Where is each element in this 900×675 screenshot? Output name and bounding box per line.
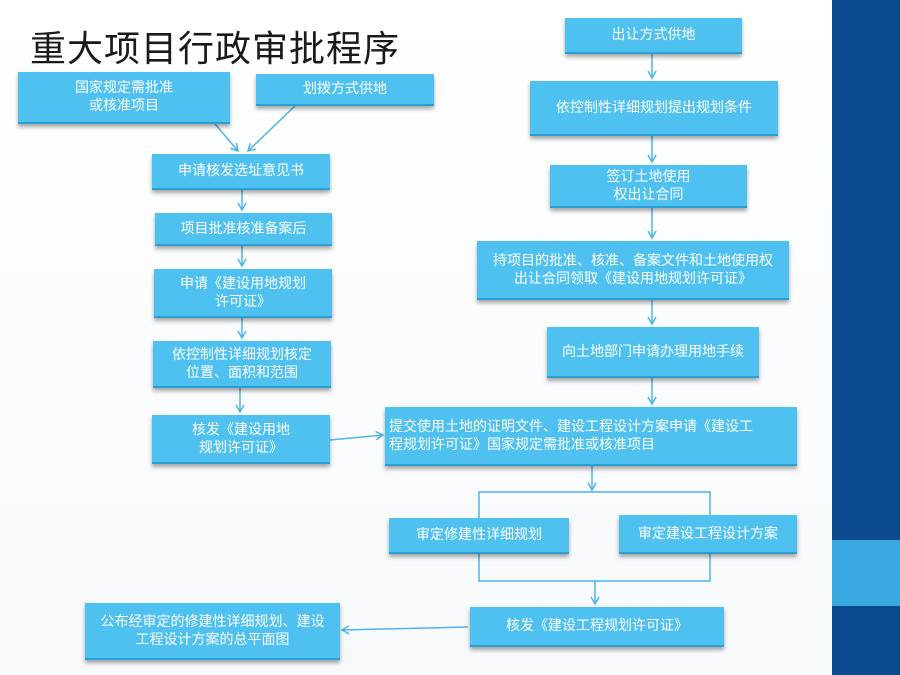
arrow-allocation-to-site — [246, 105, 296, 153]
box-apply-land-permit: 申请《建设用地规划 许可证》 — [154, 269, 332, 318]
box-land-procedures: 向土地部门申请办理用地手续 — [547, 327, 759, 378]
box-submit-documents: 提交使用土地的证明文件、建设工程设计方案申请《建设工 程规划许可证》国家规定需批… — [385, 407, 797, 466]
side-accent — [832, 540, 900, 606]
box-review-design: 审定建设工程设计方案 — [619, 515, 797, 554]
box-obtain-permit: 持项目的批准、核准、备案文件和土地使用权 出让合同领取《建设用地规划许可证》 — [477, 241, 789, 300]
box-review-plan: 审定修建性详细规划 — [389, 518, 569, 554]
box-determine-by-plan: 依控制性详细规划核定 位置、面积和范围 — [153, 341, 331, 388]
page-title: 重大项目行政审批程序 — [30, 29, 401, 70]
box-national-projects: 国家规定需批准 或核准项目 — [18, 72, 230, 124]
box-sign-contract: 签订土地使用 权出让合同 — [550, 165, 747, 208]
arrow-issue-to-publish — [340, 625, 469, 635]
box-propose-conditions: 依控制性详细规划提出规划条件 — [530, 81, 778, 136]
box-after-approval-record: 项目批准核准备案后 — [155, 213, 332, 246]
box-issue-engineering-permit: 核发《建设工程规划许可证》 — [470, 607, 724, 647]
box-allocation-supply: 划拨方式供地 — [256, 74, 434, 106]
box-apply-site-opinion: 申请核发选址意见书 — [152, 154, 330, 190]
arrow-national-to-site — [214, 123, 239, 153]
box-issue-land-permit: 核发《建设用地 规划许可证》 — [152, 415, 330, 464]
box-transfer-supply: 出让方式供地 — [565, 18, 742, 54]
box-publish-plan: 公布经审定的修建性详细规划、建设 工程设计方案的总平面图 — [85, 603, 340, 660]
arrow-issue-to-submit — [329, 430, 385, 441]
